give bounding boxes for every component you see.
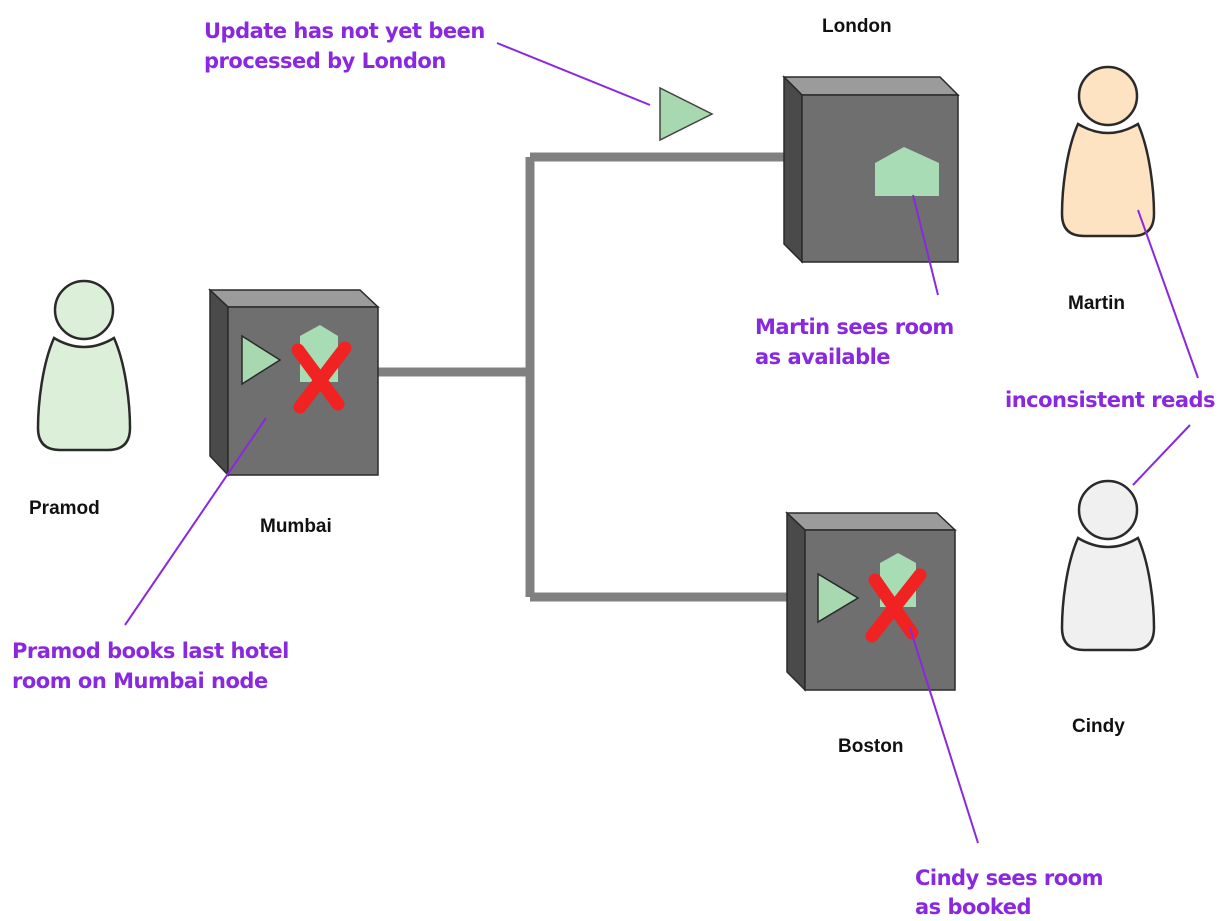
server-front <box>227 306 379 476</box>
server-top <box>782 76 960 96</box>
person-icon <box>36 279 132 452</box>
server-side <box>786 511 806 692</box>
pointer-inconsistent-martin <box>1137 209 1199 379</box>
server-boston <box>785 511 957 692</box>
annotation-pramod-books: Pramod books last hotel room on Mumbai n… <box>12 639 296 693</box>
annotation-line: processed by London <box>204 49 446 73</box>
person-label-pramod: Pramod <box>29 498 100 519</box>
annotation-line: Update has not yet been <box>204 19 485 43</box>
annotation-update-pending: Update has not yet been processed by Lon… <box>204 19 492 73</box>
annotation-line: Cindy sees room <box>915 866 1103 890</box>
server-side <box>783 75 803 264</box>
annotation-line: Pramod books last hotel <box>12 639 289 663</box>
update-arrow-icon <box>817 572 860 624</box>
node-label-boston: Boston <box>838 736 903 757</box>
pointer-martin-sees <box>912 194 939 296</box>
person-icon <box>1060 479 1156 652</box>
person-label-martin: Martin <box>1068 293 1125 314</box>
server-top <box>785 512 957 531</box>
pointer-update-pending <box>496 42 651 106</box>
cross-icon <box>291 341 352 414</box>
node-label-mumbai: Mumbai <box>260 516 332 537</box>
person-label-cindy: Cindy <box>1072 716 1125 737</box>
network-links <box>378 152 790 602</box>
annotation-martin-sees: Martin sees room as available <box>755 315 961 369</box>
update-arrow-icon <box>659 86 714 142</box>
pointer-inconsistent-cindy <box>1132 424 1191 486</box>
server-london <box>782 75 960 264</box>
annotation-line: room on Mumbai node <box>12 669 268 693</box>
annotation-pointers <box>124 42 1199 844</box>
annotation-cindy-sees: Cindy sees room as booked <box>915 866 1110 919</box>
annotation-line: Martin sees room <box>755 315 954 339</box>
person-cindy <box>1060 479 1156 652</box>
server-mumbai <box>208 288 380 477</box>
node-label-london: London <box>822 16 892 37</box>
person-pramod <box>36 279 132 452</box>
cross-icon <box>865 568 927 643</box>
room-icon <box>875 147 939 196</box>
annotation-line: inconsistent reads <box>1005 388 1215 412</box>
annotation-line: as booked <box>915 895 1031 919</box>
server-side <box>209 288 229 477</box>
annotation-line: as available <box>755 345 890 369</box>
annotation-inconsistent-reads: inconsistent reads <box>1005 388 1215 412</box>
server-top <box>208 289 380 308</box>
person-icon <box>1060 65 1156 238</box>
person-martin <box>1060 65 1156 238</box>
pointer-pramod-books <box>124 417 267 626</box>
update-arrow-icon <box>241 334 282 386</box>
pointer-cindy-sees <box>909 627 979 844</box>
